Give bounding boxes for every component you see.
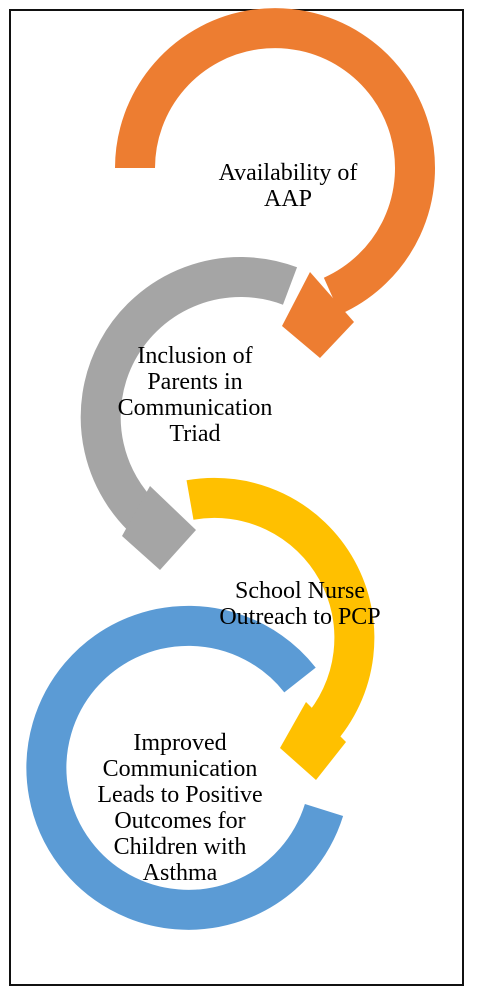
step-4-label-line: Asthma [142,860,218,886]
step-4-label-line: Leads to Positive [97,782,263,808]
step-2-label-line: Parents in [147,369,243,395]
step-3-arc [186,477,375,746]
step-4-label-line: Outcomes for [114,808,246,834]
step-1-arc [115,8,435,315]
step-2-label-line: Communication [117,395,273,421]
step-2-arrow [80,257,298,570]
step-1-arrowhead [282,272,354,358]
figure-border [9,9,464,986]
step-3-arrow [186,477,375,780]
step-2-arrowhead [122,486,196,570]
step-3-label-line: Outreach to PCP [219,604,381,630]
step-4-arc [26,605,344,930]
step-3-label-line: School Nurse [235,578,365,604]
step-2-arc [80,257,298,547]
step-4-label-line: Communication [102,756,258,782]
step-4-label-line: Children with [113,834,247,860]
step-1-arrow [115,8,435,358]
step-2-label-line: Inclusion of [137,343,253,369]
step-1-label-line: AAP [263,186,312,212]
step-4-ring [26,605,344,930]
step-4-label-line: Improved [133,730,227,756]
step-1-label-line: Availability of [218,160,358,186]
step-3-arrowhead [280,702,346,780]
step-2-label-line: Triad [169,421,221,447]
